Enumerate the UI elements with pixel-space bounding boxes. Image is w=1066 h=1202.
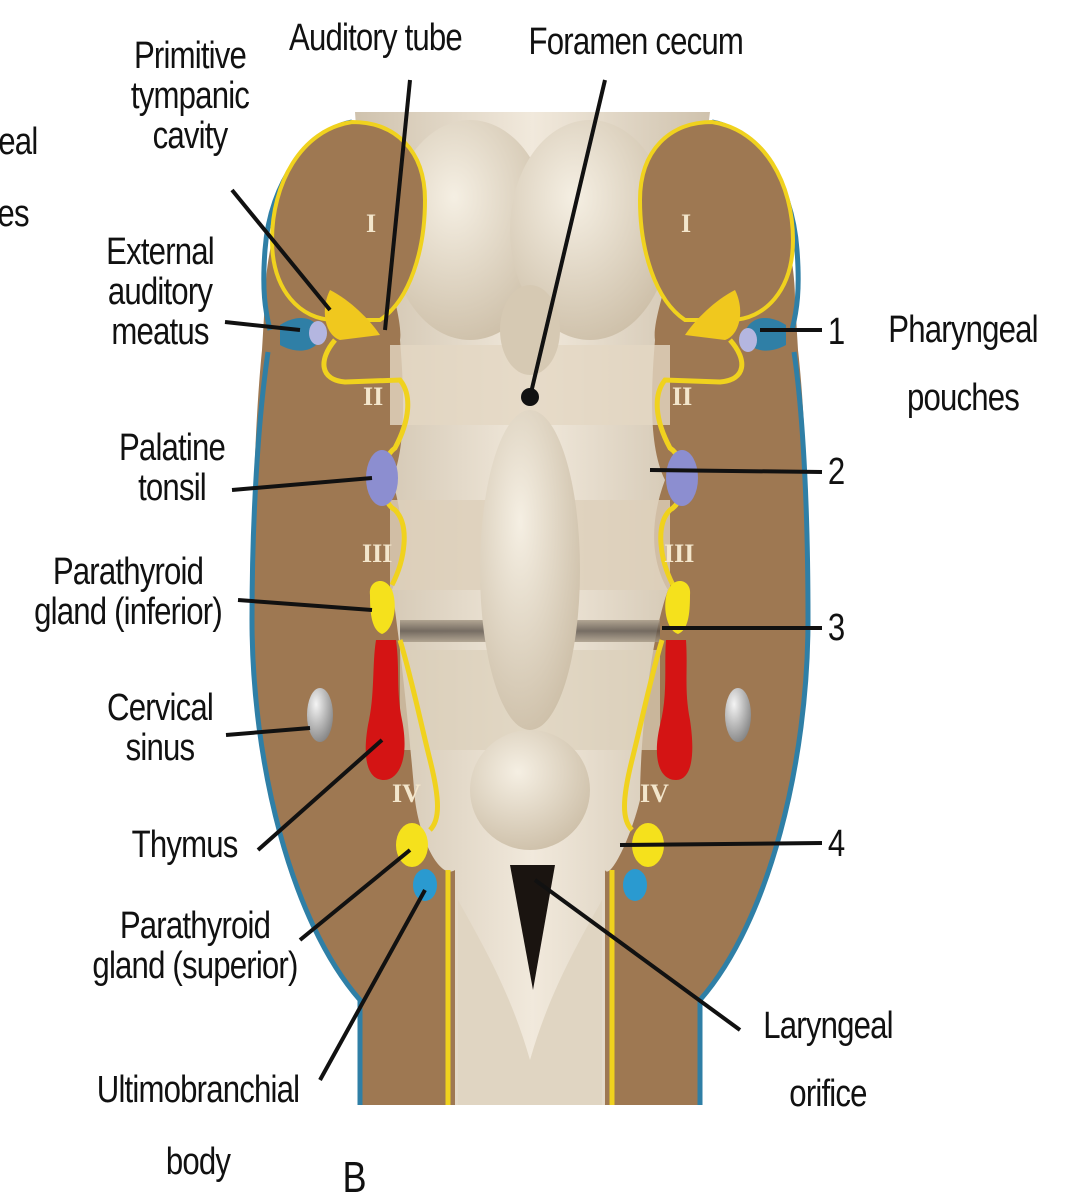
leader-pouch-4	[620, 843, 822, 845]
parathyroid-inf-line-2: gland (inferior)	[13, 592, 243, 632]
meatus-line-3: meatus	[78, 312, 242, 352]
pouch-number-3: 3	[828, 608, 845, 648]
label-primitive-tympanic-cavity: Primitive tympanic cavity	[108, 36, 272, 156]
arch-numeral-I-left: I	[366, 209, 376, 238]
arch-1-right	[640, 122, 793, 320]
meatus-line-2: auditory	[78, 272, 242, 312]
cervical-sinus-left	[307, 688, 333, 742]
primitive-line-3: cavity	[108, 116, 272, 156]
parathyroid-sup-line-2: gland (superior)	[72, 946, 318, 986]
ultimobranchial-body-right	[623, 869, 647, 901]
arch-numeral-III-right: III	[664, 539, 694, 568]
label-parathyroid-superior: Parathyroid gland (superior)	[72, 906, 318, 986]
pouches-line-1: Pharyngeal	[877, 310, 1049, 350]
parathyroid-sup-line-1: Parathyroid	[72, 906, 318, 946]
label-auditory-tube: Auditory tube	[289, 18, 462, 58]
tonsil-line-1: Palatine	[90, 428, 254, 468]
label-thymus: Thymus	[132, 825, 238, 865]
label-cervical-sinus: Cervical sinus	[78, 688, 242, 768]
label-ultimobranchial-body: Ultimobranchial body	[75, 1070, 321, 1182]
copula	[480, 410, 580, 730]
pouch-number-2: 2	[828, 452, 845, 492]
arch-numeral-IV-right: IV	[640, 779, 669, 808]
meatus-line-1: External	[78, 232, 242, 272]
arch-numeral-II-left: II	[363, 382, 383, 411]
panel-letter: B	[343, 1158, 366, 1198]
label-palatine-tonsil: Palatine tonsil	[90, 428, 254, 508]
ultimo-line-1: Ultimobranchial	[75, 1070, 321, 1110]
tympanic-membrane-right	[739, 328, 757, 352]
tonsil-line-2: tonsil	[90, 468, 254, 508]
pouches-line-2: pouches	[877, 378, 1049, 418]
tuberculum-impar	[500, 285, 560, 375]
pouch-number-4: 4	[828, 824, 845, 864]
tympanic-membrane-left	[309, 321, 327, 345]
epiglottal-swelling	[470, 730, 590, 850]
sinus-line-1: Cervical	[78, 688, 242, 728]
palatine-tonsil-right	[666, 450, 698, 506]
label-parathyroid-inferior: Parathyroid gland (inferior)	[13, 552, 243, 632]
pouch-number-1: 1	[828, 312, 845, 352]
parathyroid-superior-left	[396, 823, 428, 867]
arch-numeral-II-right: II	[672, 382, 692, 411]
label-pharyngeal-pouches: Pharyngeal pouches	[877, 310, 1049, 418]
label-laryngeal-orifice: Laryngeal orifice	[738, 1006, 918, 1114]
partial-label-top: eal	[0, 122, 37, 162]
parathyroid-inf-line-1: Parathyroid	[13, 552, 243, 592]
laryngeal-line-1: Laryngeal	[738, 1006, 918, 1046]
ultimo-line-2: body	[75, 1142, 321, 1182]
label-foramen-cecum: Foramen cecum	[529, 22, 743, 62]
primitive-line-1: Primitive	[108, 36, 272, 76]
arch-numeral-III-left: III	[362, 539, 392, 568]
laryngeal-line-2: orifice	[738, 1074, 918, 1114]
sinus-line-2: sinus	[78, 728, 242, 768]
leader-pouch-2	[650, 470, 822, 472]
cervical-sinus-right	[725, 688, 751, 742]
arch-numeral-I-right: I	[681, 209, 691, 238]
arch-numeral-IV-left: IV	[392, 779, 421, 808]
primitive-line-2: tympanic	[108, 76, 272, 116]
ultimobranchial-body-left	[413, 869, 437, 901]
label-external-auditory-meatus: External auditory meatus	[78, 232, 242, 352]
partial-label-bottom: es	[0, 194, 29, 234]
